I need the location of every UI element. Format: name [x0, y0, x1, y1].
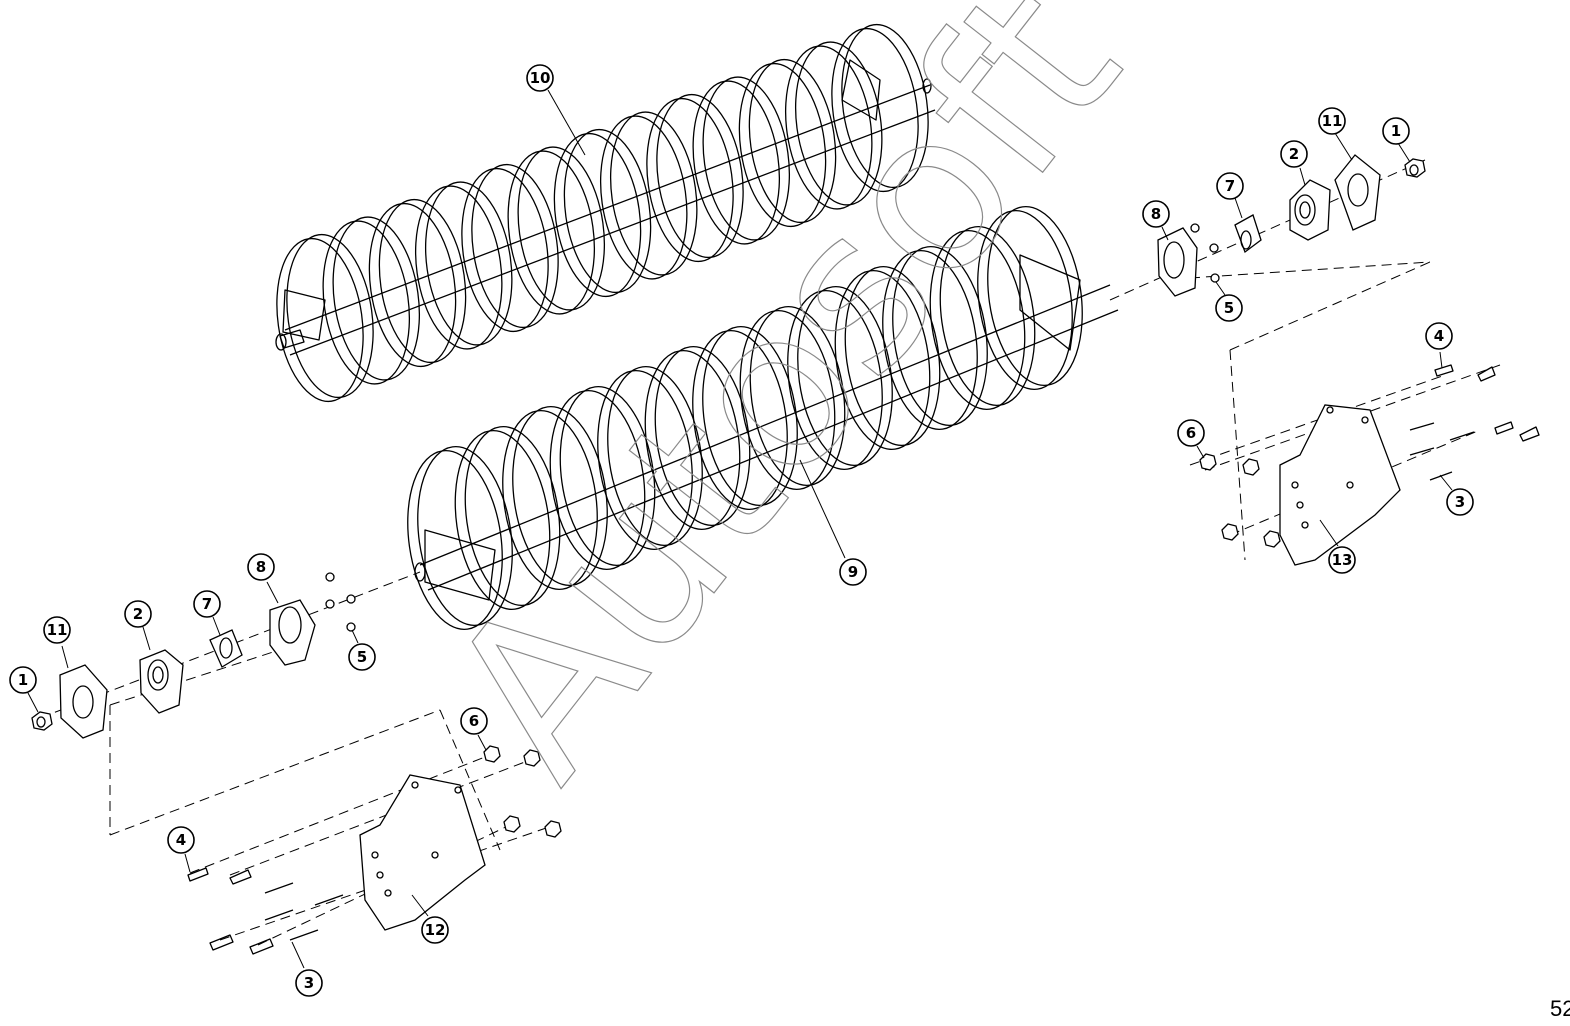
- svg-text:13: 13: [1332, 551, 1353, 569]
- auger-flight: [512, 405, 608, 587]
- auger-flight: [368, 202, 457, 368]
- svg-text:7: 7: [1225, 177, 1235, 195]
- svg-text:8: 8: [1151, 205, 1161, 223]
- watermark-text: Autosoft: [399, 0, 1167, 822]
- callout-c4-left: 4: [167, 826, 195, 854]
- auger-flight: [748, 58, 837, 224]
- auger-flight: [559, 385, 656, 567]
- callout-c4-right: 4: [1425, 322, 1453, 350]
- right-end-hardware: [1157, 154, 1540, 566]
- auger-flight: [276, 237, 364, 403]
- callout-c8-right: 8: [1142, 200, 1170, 228]
- bushing-icon: [209, 629, 243, 668]
- auger-flight: [563, 128, 652, 294]
- auger-flight: [553, 132, 642, 298]
- callout-c7-left: 7: [193, 590, 221, 618]
- svg-text:11: 11: [47, 621, 68, 639]
- auger-flight: [507, 150, 596, 315]
- auger-flight: [794, 41, 883, 206]
- auger-flight: [417, 445, 513, 627]
- auger-flight: [987, 205, 1083, 387]
- svg-text:7: 7: [202, 595, 212, 613]
- auger-flight: [609, 111, 698, 276]
- auger-flight: [599, 115, 688, 280]
- callout-c10: 10: [526, 64, 554, 92]
- auger-flight: [464, 425, 561, 607]
- page-number: 52: [1550, 996, 1570, 1021]
- callout-c6-left: 6: [460, 707, 488, 735]
- mounting-plate-icon: [1279, 404, 1401, 566]
- callout-c11-left: 11: [43, 616, 71, 644]
- svg-text:6: 6: [1186, 424, 1196, 442]
- leader-lines: [27, 89, 1453, 969]
- auger-flight: [702, 325, 798, 507]
- auger-flight: [654, 345, 751, 527]
- upper-auger-flights: [276, 23, 929, 403]
- callout-c3-right: 3: [1446, 488, 1474, 516]
- callout-c1-left: 1: [9, 666, 37, 694]
- auger-flight: [461, 167, 549, 333]
- svg-text:4: 4: [176, 831, 186, 849]
- lower-auger-assembly: [407, 205, 1119, 631]
- bushing-icon: [1234, 214, 1262, 254]
- shield-icon: [269, 599, 316, 666]
- left-end-hardware: [31, 572, 562, 955]
- callout-c11-right: 11: [1318, 107, 1346, 135]
- svg-text:9: 9: [848, 563, 858, 581]
- auger-flight: [424, 181, 513, 346]
- svg-text:5: 5: [1224, 299, 1234, 317]
- auger-flight: [332, 216, 421, 381]
- auger-flight: [656, 93, 744, 259]
- svg-text:12: 12: [425, 921, 446, 939]
- nut-icon: [31, 711, 53, 731]
- svg-text:4: 4: [1434, 327, 1444, 345]
- auger-flight: [517, 146, 606, 311]
- callout-c12: 12: [421, 916, 449, 944]
- auger-flight: [378, 198, 467, 364]
- callout-c2-left: 2: [124, 600, 152, 628]
- svg-text:2: 2: [1289, 145, 1299, 163]
- svg-text:1: 1: [18, 671, 28, 689]
- callout-c6-right: 6: [1177, 419, 1205, 447]
- svg-text:1: 1: [1391, 122, 1401, 140]
- auger-flight: [414, 185, 503, 350]
- svg-text:5: 5: [357, 648, 367, 666]
- callout-c8-left: 8: [247, 553, 275, 581]
- callout-c5-right: 5: [1215, 294, 1243, 322]
- mounting-plate-icon: [359, 774, 486, 931]
- lower-auger-flights: [407, 205, 1083, 631]
- svg-text:10: 10: [530, 69, 551, 87]
- svg-text:3: 3: [304, 974, 314, 992]
- callout-c2-right: 2: [1280, 140, 1308, 168]
- svg-text:8: 8: [256, 558, 266, 576]
- auger-flight: [844, 265, 941, 447]
- flange-plate-icon: [59, 664, 108, 739]
- auger-flight: [646, 97, 734, 263]
- svg-text:3: 3: [1455, 493, 1465, 511]
- callout-c3-left: 3: [295, 969, 323, 997]
- callout-c9: 9: [839, 558, 867, 586]
- callout-c1-right: 1: [1382, 117, 1410, 145]
- callout-c7-right: 7: [1216, 172, 1244, 200]
- upper-auger-assembly: [275, 23, 936, 403]
- auger-flight: [797, 285, 893, 467]
- svg-text:6: 6: [469, 712, 479, 730]
- auger-flight: [841, 23, 929, 189]
- svg-text:11: 11: [1322, 112, 1343, 130]
- auger-flight: [939, 225, 1036, 407]
- auger-flight: [322, 220, 411, 385]
- auger-flight: [749, 305, 846, 487]
- svg-text:2: 2: [133, 605, 143, 623]
- auger-flight: [471, 163, 559, 329]
- callout-c5-left: 5: [348, 643, 376, 671]
- auger-flight: [892, 245, 988, 427]
- auger-flight: [607, 365, 703, 547]
- callout-c13: 13: [1328, 546, 1356, 574]
- auger-flight: [286, 233, 374, 399]
- auger-flight: [702, 76, 791, 241]
- flange-plate-icon: [1334, 154, 1381, 231]
